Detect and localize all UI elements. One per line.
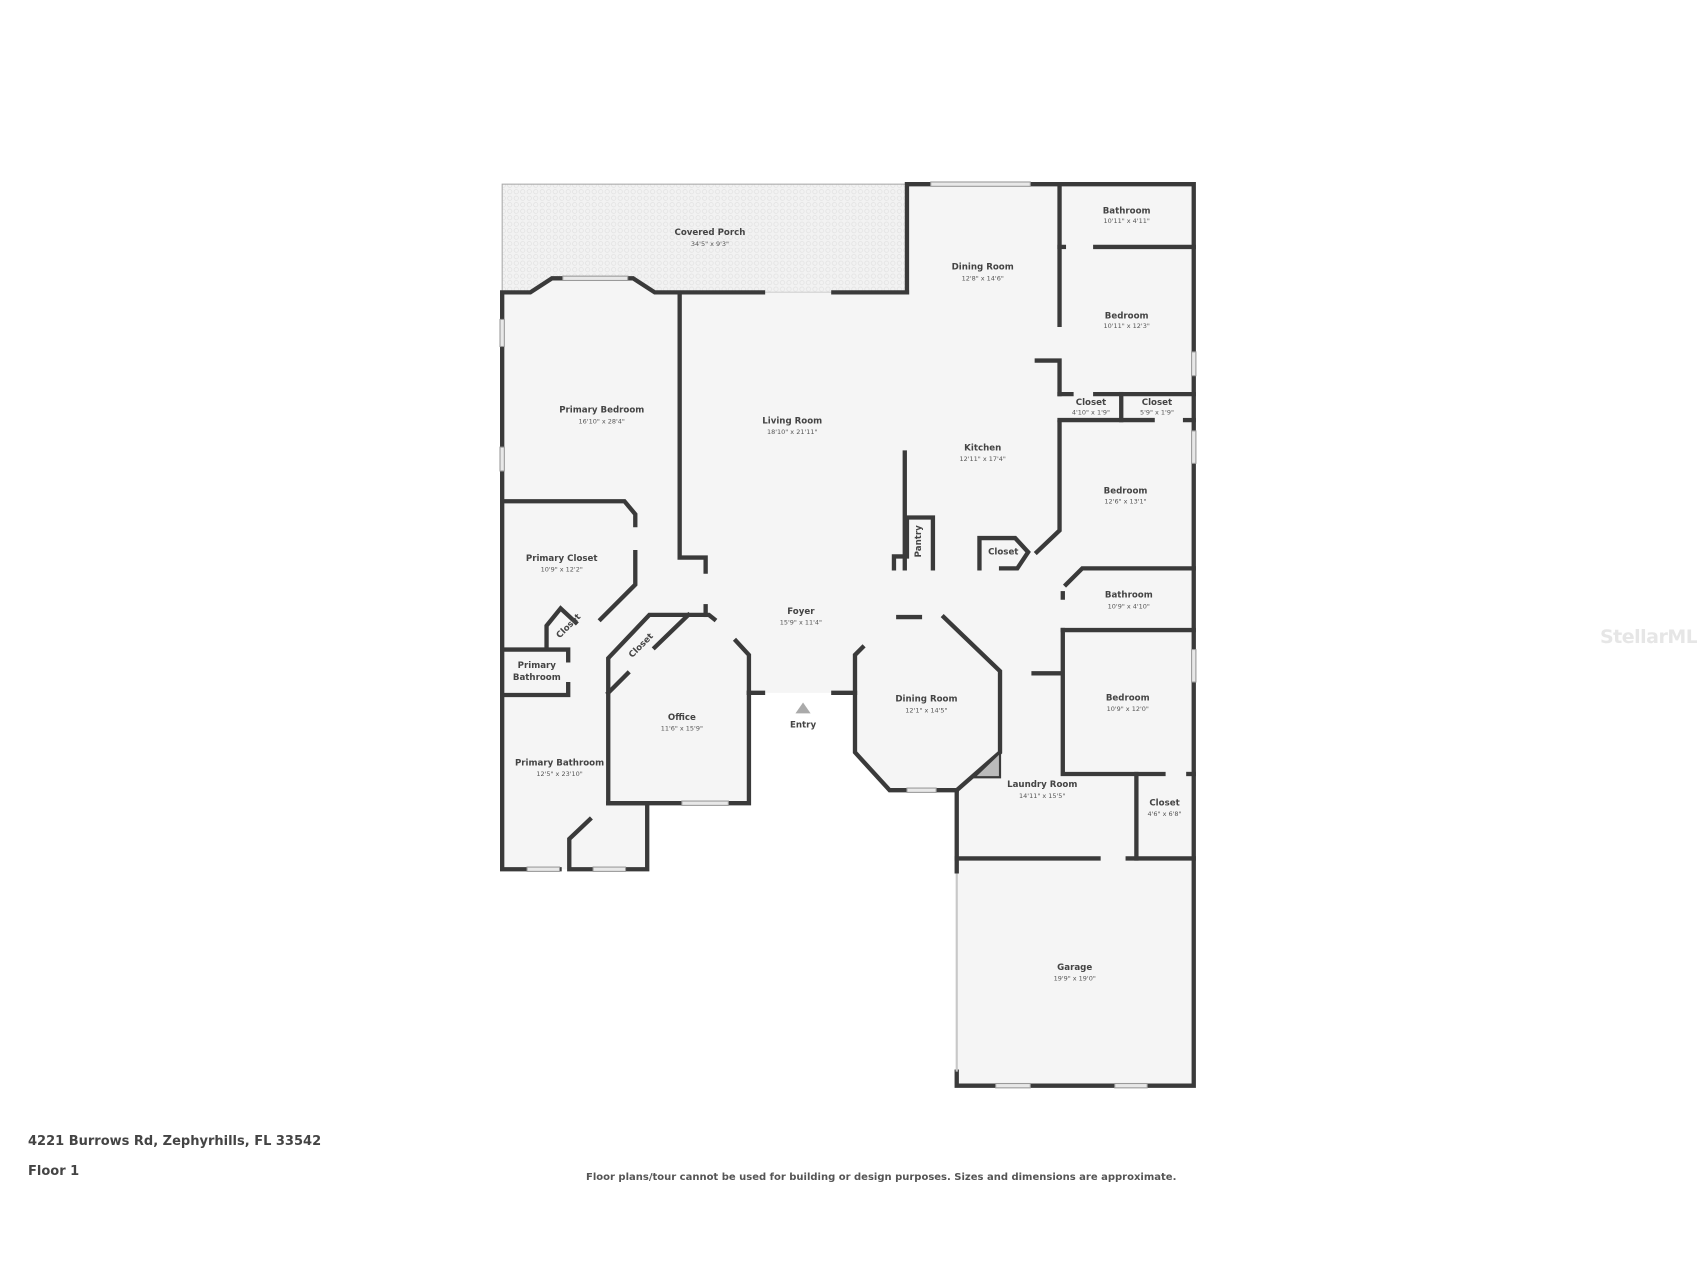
room-bedroom-south: Bedroom 10'9" x 12'0" <box>1106 693 1150 713</box>
svg-text:Garage: Garage <box>1057 963 1092 973</box>
floor-fill <box>501 183 1194 1086</box>
svg-text:10'9" x 12'2": 10'9" x 12'2" <box>541 566 583 574</box>
floor-label: Floor 1 <box>28 1164 80 1179</box>
svg-text:34'5" x 9'3": 34'5" x 9'3" <box>691 240 729 248</box>
svg-text:Bedroom: Bedroom <box>1104 487 1148 497</box>
svg-text:5'9" x 1'9": 5'9" x 1'9" <box>1140 409 1174 417</box>
room-kitchen: Kitchen 12'11" x 17'4" <box>960 443 1006 463</box>
svg-text:Primary Bathroom: Primary Bathroom <box>515 758 604 768</box>
svg-text:Dining Room: Dining Room <box>952 263 1014 273</box>
entry-arrow-icon <box>795 702 811 714</box>
svg-text:Closet: Closet <box>988 547 1018 557</box>
room-primary-closet: Primary Closet 10'9" x 12'2" <box>526 554 598 574</box>
svg-text:Primary Bedroom: Primary Bedroom <box>559 406 644 416</box>
svg-text:12'11" x 17'4": 12'11" x 17'4" <box>960 455 1006 463</box>
svg-text:10'9" x 4'10": 10'9" x 4'10" <box>1108 602 1150 610</box>
svg-text:12'5" x 23'10": 12'5" x 23'10" <box>536 770 582 778</box>
svg-text:Closet: Closet <box>1142 398 1172 408</box>
windows <box>499 181 1197 1089</box>
svg-text:Kitchen: Kitchen <box>964 443 1001 453</box>
svg-text:Foyer: Foyer <box>787 607 815 617</box>
svg-text:19'9" x 19'0": 19'9" x 19'0" <box>1054 975 1096 983</box>
svg-text:Closet: Closet <box>1149 798 1179 808</box>
svg-text:Pantry: Pantry <box>914 525 924 557</box>
svg-text:Laundry Room: Laundry Room <box>1007 780 1077 790</box>
svg-text:Primary Closet: Primary Closet <box>526 554 598 564</box>
svg-text:11'6" x 15'9": 11'6" x 15'9" <box>661 725 703 733</box>
svg-text:4'6" x 6'8": 4'6" x 6'8" <box>1148 810 1182 818</box>
svg-text:15'9" x 11'4": 15'9" x 11'4" <box>780 619 822 627</box>
svg-text:12'8" x 14'6": 12'8" x 14'6" <box>962 274 1004 282</box>
room-foyer: Foyer 15'9" x 11'4" <box>780 607 822 627</box>
watermark-logo: StellarMLS <box>1600 626 1697 648</box>
room-kitchen-closet: Closet <box>988 547 1018 557</box>
walls <box>500 181 1196 1088</box>
room-pantry: Pantry <box>914 525 924 557</box>
room-office: Office 11'6" x 15'9" <box>661 713 703 733</box>
address: 4221 Burrows Rd, Zephyrhills, FL 33542 <box>28 1134 322 1149</box>
svg-text:Bedroom: Bedroom <box>1105 311 1149 321</box>
svg-text:Closet: Closet <box>1076 398 1106 408</box>
svg-text:12'6" x 13'1": 12'6" x 13'1" <box>1104 497 1146 505</box>
svg-text:12'1" x 14'5": 12'1" x 14'5" <box>905 706 947 714</box>
room-living-room: Living Room 18'10" x 21'11" <box>762 416 822 436</box>
svg-text:Bedroom: Bedroom <box>1106 693 1150 703</box>
room-dining-room-south: Dining Room 12'1" x 14'5" <box>895 694 957 714</box>
disclaimer: Floor plans/tour cannot be used for buil… <box>586 1172 1177 1183</box>
svg-text:Office: Office <box>668 713 696 723</box>
svg-text:18'10" x 21'11": 18'10" x 21'11" <box>767 428 818 436</box>
svg-text:10'11" x 4'11": 10'11" x 4'11" <box>1103 217 1149 225</box>
svg-text:Living Room: Living Room <box>762 416 822 426</box>
svg-text:Bathroom: Bathroom <box>1105 591 1153 601</box>
room-closet-laundry: Closet 4'6" x 6'8" <box>1148 798 1182 818</box>
entry-label: Entry <box>790 720 816 730</box>
svg-text:4'10" x 1'9": 4'10" x 1'9" <box>1072 409 1110 417</box>
svg-text:14'11" x 15'5": 14'11" x 15'5" <box>1019 792 1065 800</box>
room-garage: Garage 19'9" x 19'0" <box>1054 963 1096 983</box>
svg-text:Covered Porch: Covered Porch <box>675 228 746 238</box>
room-primary-bathroom: Primary Bathroom 12'5" x 23'10" <box>515 758 604 778</box>
svg-text:16'10" x 28'4": 16'10" x 28'4" <box>579 417 625 425</box>
svg-text:10'9" x 12'0": 10'9" x 12'0" <box>1107 705 1149 713</box>
room-laundry-room: Laundry Room 14'11" x 15'5" <box>1007 780 1077 800</box>
svg-text:Dining Room: Dining Room <box>895 694 957 704</box>
svg-text:Bathroom: Bathroom <box>1103 206 1151 216</box>
room-covered-porch: Covered Porch 34'5" x 9'3" <box>675 228 746 248</box>
svg-text:10'11" x 12'3": 10'11" x 12'3" <box>1103 322 1149 330</box>
